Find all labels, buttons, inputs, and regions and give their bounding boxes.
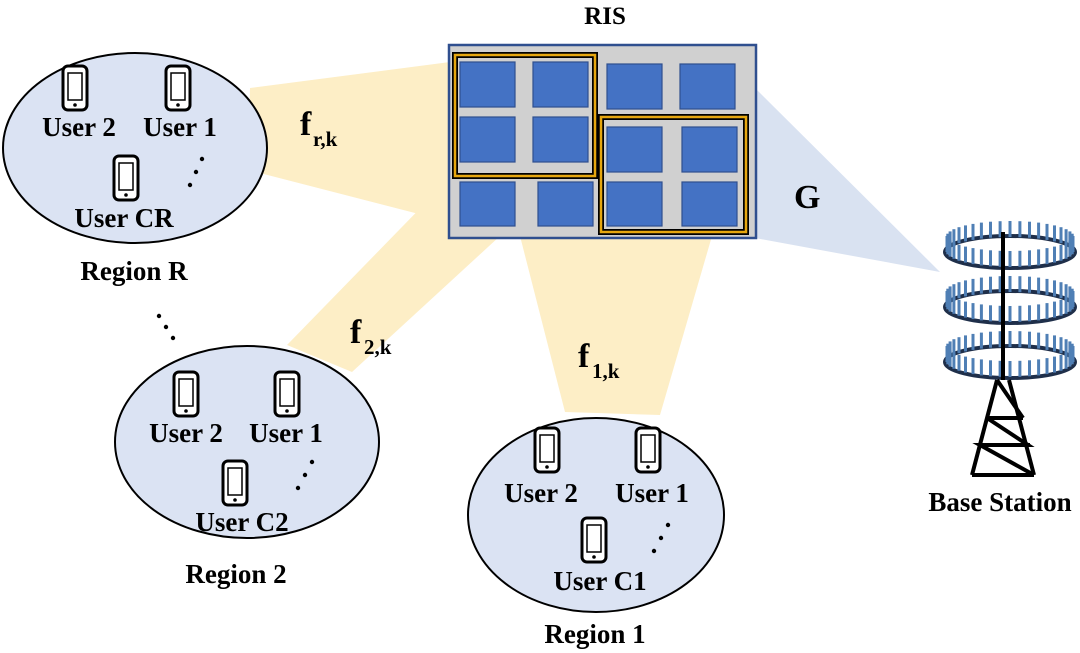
phone-icon	[634, 426, 662, 474]
tower-lattice	[970, 378, 1036, 477]
channel-fr-base: f	[300, 106, 312, 143]
ellipsis-dots	[651, 522, 671, 554]
ris-element	[459, 116, 516, 163]
region-1: User 2 User 1 User C1 Region 1	[467, 417, 725, 649]
phone-icon	[221, 459, 249, 507]
ris-element-group-2	[599, 115, 748, 234]
region-1-label: Region 1	[544, 619, 645, 649]
channel-f1-sub: 1,k	[592, 359, 620, 383]
region-2-user-c: User C2	[195, 507, 288, 537]
beam-region-2	[287, 190, 500, 372]
ris-panel: RIS	[447, 3, 758, 240]
antenna-ring-top	[943, 221, 1077, 270]
phone-icon	[273, 370, 301, 418]
ris-element	[532, 61, 589, 108]
region-2: User 2 User 1 User C2 Region 2	[114, 345, 380, 589]
antenna-ring-middle	[943, 276, 1077, 325]
beam-base-station	[755, 88, 940, 272]
ris-element	[681, 181, 738, 227]
ris-element	[606, 126, 663, 173]
phone-icon	[112, 154, 140, 202]
region-1-user-2: User 2	[504, 478, 578, 508]
ris-element-group-1	[453, 53, 597, 178]
beam-region-r	[248, 62, 450, 222]
channel-f2-label: f 2,k	[350, 314, 392, 359]
base-station-label: Base Station	[928, 487, 1071, 517]
region-1-user-1: User 1	[615, 478, 689, 508]
channel-f2-base: f	[350, 314, 362, 351]
phone-icon	[61, 64, 89, 112]
channel-f1-base: f	[578, 338, 590, 375]
ellipsis-dots	[295, 459, 315, 491]
ellipsis-dots	[187, 156, 205, 188]
ris-element	[459, 61, 516, 108]
antenna-ring-bottom	[943, 331, 1077, 380]
region-r: User 2 User 1 User CR Region R	[2, 52, 268, 286]
ris-element	[606, 181, 663, 227]
region-r-user-1: User 1	[143, 112, 217, 142]
phone-icon	[172, 370, 200, 418]
ris-element	[532, 116, 589, 163]
channel-f2-sub: 2,k	[364, 335, 392, 359]
phone-icon	[164, 64, 192, 112]
region-r-user-c: User CR	[74, 203, 174, 233]
beam-region-1	[520, 236, 712, 415]
region-2-label: Region 2	[185, 559, 286, 589]
phone-icon	[533, 426, 561, 474]
region-r-label: Region R	[80, 256, 188, 286]
channel-fr-sub: r,k	[313, 127, 338, 151]
channel-f1-label: f 1,k	[578, 338, 620, 383]
phone-icon	[580, 516, 608, 564]
ris-element	[606, 63, 663, 110]
region-2-user-1: User 1	[249, 418, 323, 448]
region-2-user-2: User 2	[149, 418, 223, 448]
base-station-icon: Base Station	[928, 221, 1077, 517]
ris-element	[459, 181, 516, 227]
channel-g-label: G	[794, 179, 820, 216]
region-r-user-2: User 2	[42, 112, 116, 142]
ris-title: RIS	[584, 3, 626, 30]
region-ellipsis-dots	[156, 313, 176, 341]
region-1-user-c: User C1	[553, 566, 646, 596]
ris-element	[537, 181, 594, 227]
channel-fr-label: f r,k	[300, 106, 338, 151]
ris-element	[681, 126, 738, 173]
ris-element	[679, 63, 736, 110]
